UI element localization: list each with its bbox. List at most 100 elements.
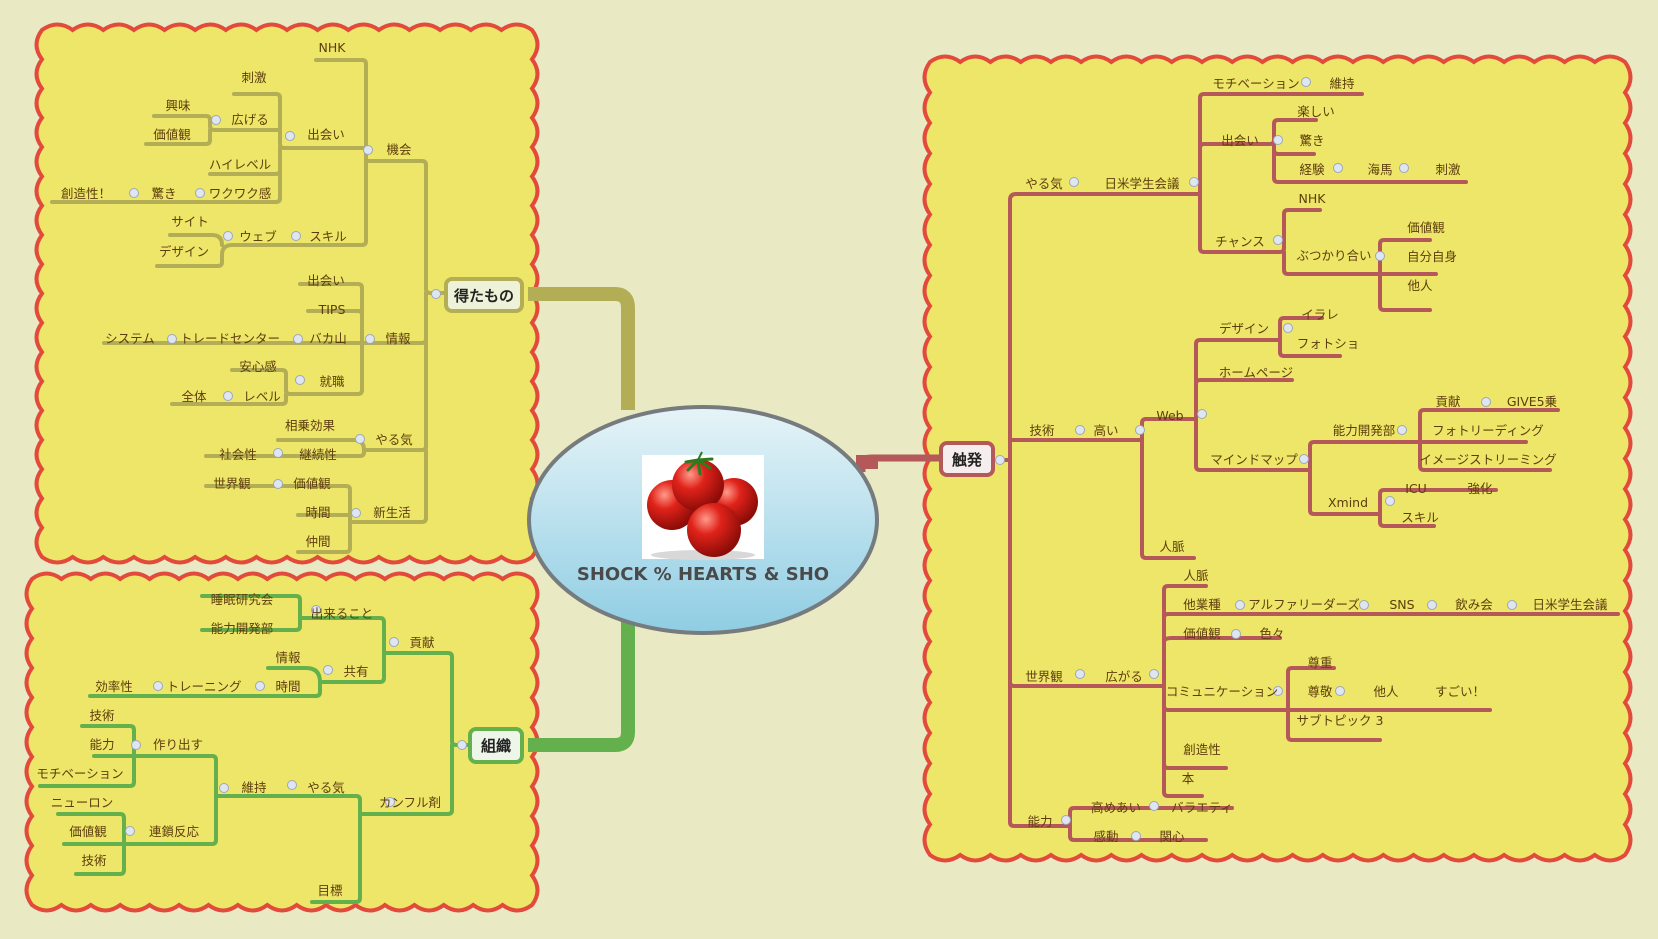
node-gains-kyomi[interactable]: 興味	[165, 98, 191, 113]
collapse-toggle-icon[interactable]	[285, 131, 295, 141]
node-gains-keizoku[interactable]: 継続性	[299, 447, 337, 462]
collapse-toggle-icon[interactable]	[219, 783, 229, 793]
node-inspire-noryoku[interactable]: 能力	[1027, 814, 1052, 829]
node-inspire-noryoku-kaihatsu[interactable]: 能力開発部	[1333, 423, 1396, 438]
collapse-toggle-icon[interactable]	[355, 434, 365, 444]
node-inspire-sonchou[interactable]: 尊重	[1307, 655, 1332, 670]
node-gains-shigeki[interactable]: 刺激	[241, 70, 267, 85]
node-org-gijutsu[interactable]: 技術	[89, 708, 114, 723]
collapse-toggle-icon[interactable]	[287, 780, 297, 790]
collapse-toggle-icon[interactable]	[167, 334, 177, 344]
node-inspire-imagestream[interactable]: イメージストリーミング	[1419, 452, 1556, 467]
topic-gains[interactable]: 得たもの	[444, 277, 524, 313]
collapse-toggle-icon[interactable]	[1149, 669, 1159, 679]
collapse-toggle-icon[interactable]	[223, 391, 233, 401]
collapse-toggle-icon[interactable]	[1335, 686, 1345, 696]
collapse-toggle-icon[interactable]	[1385, 496, 1395, 506]
node-inspire-nichibei2[interactable]: 日米学生会議	[1532, 597, 1608, 612]
node-org-motivation[interactable]: モチベーション	[36, 766, 123, 781]
node-inspire-irare[interactable]: イラレ	[1301, 307, 1339, 322]
collapse-toggle-icon[interactable]	[195, 188, 205, 198]
collapse-toggle-icon[interactable]	[1273, 135, 1283, 145]
node-inspire-kando[interactable]: 感動	[1093, 829, 1118, 844]
node-gains-sekaikan[interactable]: 世界観	[213, 476, 251, 491]
node-org-mokuhyo[interactable]: 目標	[317, 883, 343, 898]
collapse-toggle-icon[interactable]	[1135, 425, 1145, 435]
node-gains-level[interactable]: レベル	[243, 389, 281, 404]
node-org-joho[interactable]: 情報	[275, 650, 301, 665]
collapse-toggle-icon[interactable]	[129, 188, 139, 198]
node-inspire-odoroki[interactable]: 驚き	[1299, 133, 1324, 148]
collapse-toggle-icon[interactable]	[389, 637, 399, 647]
collapse-toggle-icon[interactable]	[363, 145, 373, 155]
collapse-toggle-icon[interactable]	[1273, 686, 1283, 696]
collapse-toggle-icon[interactable]	[291, 231, 301, 241]
node-gains-deai2[interactable]: 出会い	[307, 273, 345, 288]
node-inspire-xmind[interactable]: Xmind	[1328, 495, 1368, 510]
node-gains-tradecenter[interactable]: トレードセンター	[180, 331, 280, 346]
collapse-toggle-icon[interactable]	[1397, 425, 1407, 435]
node-inspire-design[interactable]: デザイン	[1219, 321, 1269, 336]
node-gains-shakai[interactable]: 社会性	[219, 447, 257, 462]
collapse-toggle-icon[interactable]	[1075, 669, 1085, 679]
node-gains-nakama[interactable]: 仲間	[305, 534, 330, 549]
collapse-toggle-icon[interactable]	[1197, 409, 1207, 419]
node-inspire-kachikan[interactable]: 価値観	[1407, 220, 1445, 235]
node-org-training[interactable]: トレーニング	[166, 679, 241, 694]
node-gains-sojo[interactable]: 相乗効果	[285, 418, 336, 433]
node-gains-web[interactable]: ウェブ	[239, 229, 277, 244]
collapse-toggle-icon[interactable]	[1333, 163, 1343, 173]
collapse-toggle-icon[interactable]	[1481, 397, 1491, 407]
node-gains-bakayama[interactable]: バカ山	[309, 331, 347, 346]
node-inspire-takameai[interactable]: 高めあい	[1091, 800, 1141, 815]
collapse-toggle-icon[interactable]	[1299, 454, 1309, 464]
collapse-toggle-icon[interactable]	[323, 665, 333, 675]
node-inspire-tanin2[interactable]: 他人	[1373, 684, 1399, 699]
collapse-toggle-icon[interactable]	[311, 605, 321, 615]
node-inspire-butsukari[interactable]: ぶつかり合い	[1296, 248, 1371, 263]
collapse-toggle-icon[interactable]	[1399, 163, 1409, 173]
collapse-toggle-icon[interactable]	[1301, 77, 1311, 87]
node-gains-hirogeru[interactable]: 広げる	[231, 112, 269, 127]
node-gains-yaruki[interactable]: やる気	[375, 432, 413, 447]
node-org-noryoku[interactable]: 能力	[89, 737, 114, 752]
node-inspire-tanoshii[interactable]: 楽しい	[1297, 104, 1335, 119]
collapse-toggle-icon[interactable]	[365, 334, 375, 344]
node-inspire-chance[interactable]: チャンス	[1215, 234, 1265, 249]
node-inspire-haruma[interactable]: 海馬	[1367, 162, 1392, 177]
node-org-gijutsu2[interactable]: 技術	[81, 853, 106, 868]
node-inspire-koken[interactable]: 貢献	[1435, 394, 1460, 409]
node-inspire-tanin[interactable]: 他人	[1407, 278, 1433, 293]
node-org-dekiru[interactable]: 出来ること	[311, 606, 374, 621]
collapse-toggle-icon[interactable]	[1075, 425, 1085, 435]
node-org-koritsu[interactable]: 効率性	[95, 679, 133, 694]
collapse-toggle-icon[interactable]	[223, 231, 233, 241]
node-inspire-takai[interactable]: 高い	[1093, 423, 1118, 438]
node-inspire-kanshin[interactable]: 関心	[1159, 829, 1185, 844]
collapse-toggle-icon[interactable]	[1231, 629, 1241, 639]
node-inspire-sonkei[interactable]: 尊敬	[1307, 684, 1333, 699]
node-inspire-hirogaru[interactable]: 広がる	[1105, 669, 1143, 684]
node-gains-highlevel[interactable]: ハイレベル	[209, 157, 271, 172]
node-gains-deai[interactable]: 出会い	[307, 127, 345, 142]
node-gains-wakuwaku[interactable]: ワクワク感	[209, 186, 272, 201]
collapse-toggle-icon[interactable]	[273, 448, 283, 458]
node-inspire-sns[interactable]: SNS	[1389, 597, 1414, 612]
node-org-camphor[interactable]: カンフル剤	[379, 795, 441, 810]
node-inspire-yaruki[interactable]: やる気	[1025, 176, 1063, 191]
node-gains-skill[interactable]: スキル	[309, 229, 347, 244]
node-inspire-nomikai[interactable]: 飲み会	[1455, 597, 1493, 612]
collapse-toggle-icon[interactable]	[125, 826, 135, 836]
node-inspire-sugoi[interactable]: すごい！	[1435, 684, 1485, 699]
node-inspire-nichibei[interactable]: 日米学生会議	[1104, 176, 1180, 191]
collapse-toggle-icon[interactable]	[1131, 831, 1141, 841]
node-gains-shushoku[interactable]: 就職	[319, 374, 345, 389]
node-org-suimin[interactable]: 睡眠研究会	[211, 592, 274, 607]
node-org-kachikan[interactable]: 価値観	[69, 824, 107, 839]
node-org-noryoku-kaihatsu[interactable]: 能力開発部	[211, 621, 274, 636]
node-inspire-jibun[interactable]: 自分自身	[1407, 249, 1457, 264]
collapse-toggle-icon[interactable]	[255, 681, 265, 691]
node-gains-joho[interactable]: 情報	[385, 331, 411, 346]
collapse-toggle-icon[interactable]	[1235, 600, 1245, 610]
node-inspire-iji[interactable]: 維持	[1329, 76, 1354, 91]
